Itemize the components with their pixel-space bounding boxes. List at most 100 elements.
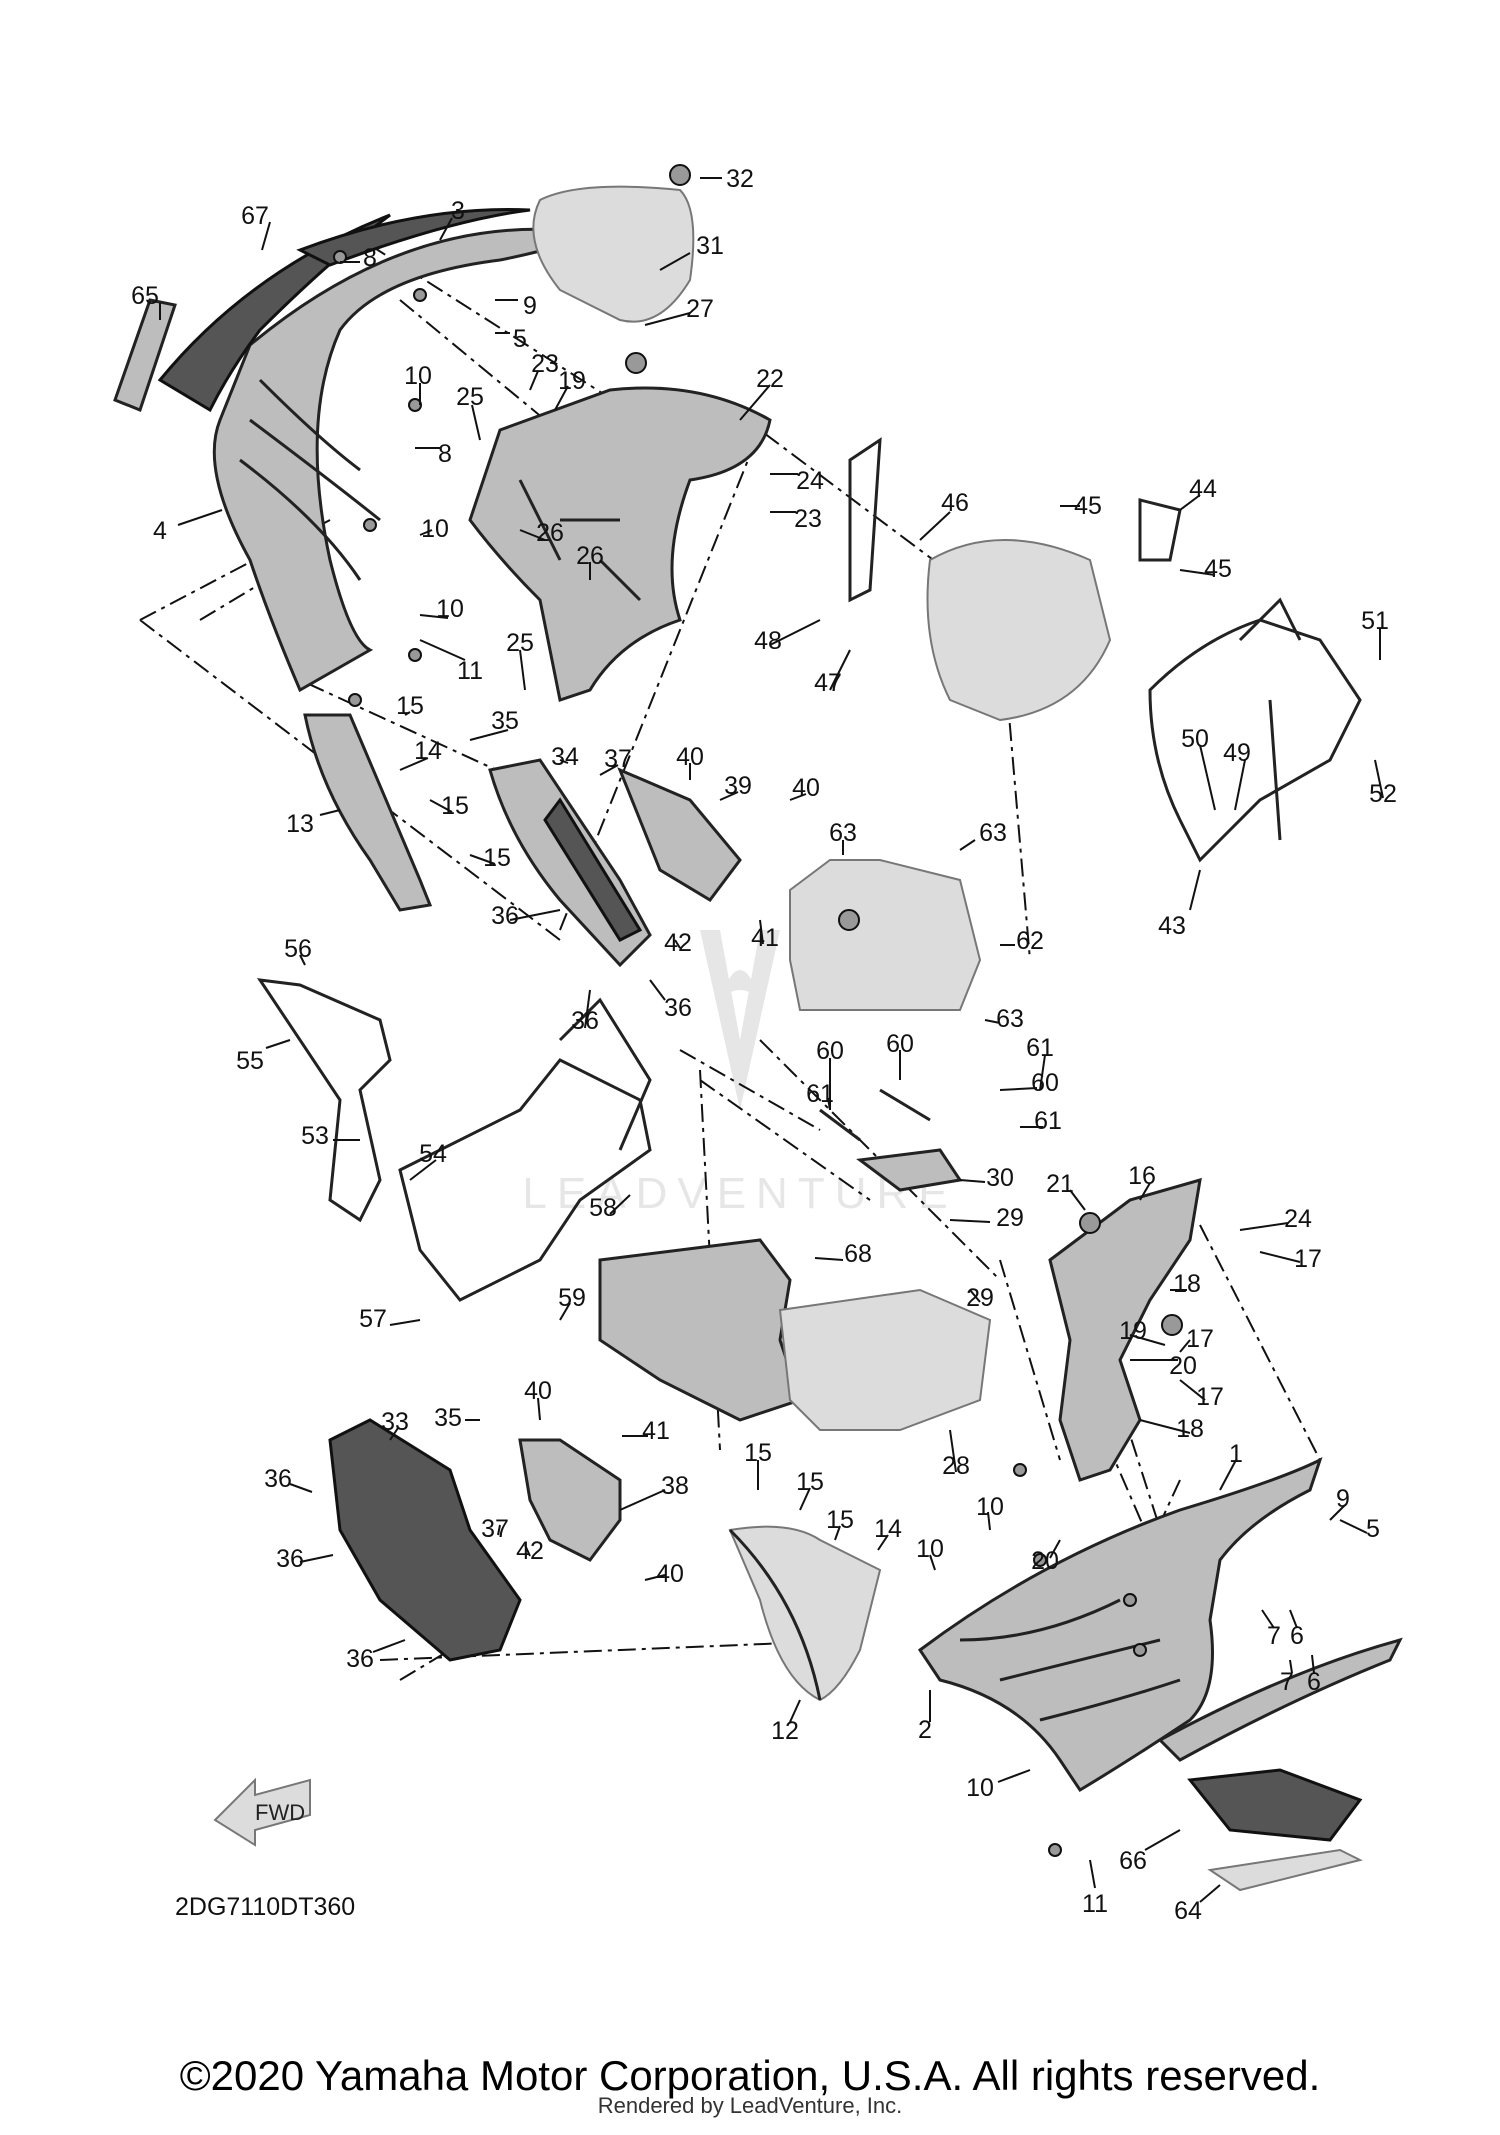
callout-leader-line [1289, 1659, 1293, 1674]
part-callout-50: 50 [1181, 725, 1209, 753]
part-callout-10: 10 [404, 362, 432, 390]
part-callout-5: 5 [1366, 1515, 1380, 1543]
part-callout-11: 11 [1082, 1890, 1108, 1918]
side-inner-panel-13 [303, 713, 433, 912]
part-callout-14: 14 [874, 1515, 902, 1543]
upper-cowling [113, 208, 573, 693]
callout-leader-line [419, 529, 433, 536]
part-callout-64: 64 [1174, 1897, 1202, 1925]
bracket-38 [518, 1438, 622, 1562]
callout-leader-line [419, 614, 449, 619]
stay-57 [398, 997, 652, 1302]
part-callout-54: 54 [419, 1140, 447, 1168]
part-callout-18: 18 [1176, 1415, 1204, 1443]
callout-leader-line [1219, 1459, 1237, 1491]
meter-bracket-53 [256, 978, 392, 1223]
part-callout-16: 16 [1128, 1162, 1156, 1190]
callout-leader-line [769, 619, 821, 646]
part-callout-60: 60 [816, 1037, 844, 1065]
part-callout-52: 52 [1369, 780, 1397, 808]
part-callout-23: 23 [531, 350, 559, 378]
callout-leader-line [409, 1159, 437, 1181]
part-callout-12: 12 [771, 1717, 799, 1745]
callout-leader-line [429, 799, 453, 813]
fwd-label: FWD [255, 1800, 305, 1825]
callout-leader-line [1179, 494, 1201, 511]
callout-leader-line [1039, 1054, 1046, 1091]
part-callout-58: 58 [589, 1194, 617, 1222]
callout-leader-line [987, 1511, 991, 1531]
part-callout-25: 25 [506, 629, 534, 657]
part-callout-63: 63 [829, 819, 857, 847]
cowl-stay [1148, 597, 1362, 863]
part-callout-62: 62 [1016, 927, 1044, 955]
part-callout-61: 61 [1034, 1107, 1062, 1135]
part-callout-46: 46 [941, 489, 969, 517]
callout-leader-line [969, 1289, 981, 1303]
callout-leader-line [469, 729, 509, 741]
callout-leader-line [389, 1319, 421, 1326]
diagram-code: 2DG7110DT360 [175, 1893, 355, 1921]
part-callout-20: 20 [1031, 1547, 1059, 1575]
part-callout-25: 25 [456, 383, 484, 411]
callout-leader-line [619, 1489, 666, 1511]
callout-leader-line [959, 1179, 986, 1183]
part-callout-15: 15 [396, 692, 424, 720]
callout-leader-line [834, 1525, 841, 1541]
callout-leader-line [649, 979, 666, 1001]
part-callout-27: 27 [686, 295, 714, 323]
part-callout-20: 20 [1169, 1352, 1197, 1380]
part-callout-63: 63 [996, 1005, 1024, 1033]
callout-leader-line [299, 954, 306, 966]
callout-leader-line [599, 764, 619, 776]
part-callout-40: 40 [792, 774, 820, 802]
callout-leader-line [1311, 1654, 1315, 1674]
callout-leader-line [419, 639, 466, 661]
part-callout-42: 42 [516, 1537, 544, 1565]
part-callout-57: 57 [359, 1305, 387, 1333]
part-callout-44: 44 [1189, 475, 1217, 503]
callout-leader-line [609, 1194, 631, 1215]
callout-leader-line [519, 649, 526, 691]
callout-leader-line [261, 221, 271, 251]
callout-leader-line [1179, 569, 1216, 576]
part-callout-6: 6 [1290, 1622, 1304, 1650]
callout-leader-line [265, 1039, 291, 1049]
part-callout-10: 10 [916, 1535, 944, 1563]
part-callout-60: 60 [886, 1030, 914, 1058]
part-callout-32: 32 [726, 165, 754, 193]
part-callout-18: 18 [1173, 1270, 1201, 1298]
part-callout-40: 40 [524, 1377, 552, 1405]
part-callout-17: 17 [1186, 1325, 1214, 1353]
part-callout-40: 40 [656, 1560, 684, 1588]
part-callout-45: 45 [1204, 555, 1232, 583]
part-callout-22: 22 [756, 365, 784, 393]
callout-leader-line [372, 1639, 406, 1653]
callout-leader-line [1089, 1859, 1096, 1889]
callout-leader-line [559, 1302, 571, 1321]
callout-leader-line [509, 909, 561, 921]
callout-leader-line [554, 385, 569, 411]
part-callout-68: 68 [844, 1240, 872, 1268]
callout-leader-line [524, 1544, 531, 1557]
headlight-bracket-frame [848, 437, 1182, 722]
callout-leader-line [1339, 1519, 1368, 1534]
callout-leader-line [929, 1554, 936, 1571]
watermark-text: LEADVENTURE [522, 1169, 957, 1218]
part-callout-5: 5 [513, 325, 527, 353]
part-callout-10: 10 [436, 595, 464, 623]
part-callout-10: 10 [421, 515, 449, 543]
duct-12 [728, 1525, 882, 1702]
part-callout-9: 9 [1336, 1485, 1350, 1513]
part-callout-36: 36 [346, 1645, 374, 1673]
side-cover-33 [328, 1418, 522, 1662]
part-callout-1: 1 [1229, 1440, 1243, 1468]
callout-leader-line [1144, 1829, 1181, 1851]
callout-leader-line [984, 1019, 1001, 1024]
part-callout-43: 43 [1158, 912, 1186, 940]
part-callout-17: 17 [1196, 1383, 1224, 1411]
part-callout-8: 8 [438, 440, 452, 468]
part-callout-33: 33 [381, 1408, 409, 1436]
callout-leader-line [439, 217, 453, 241]
